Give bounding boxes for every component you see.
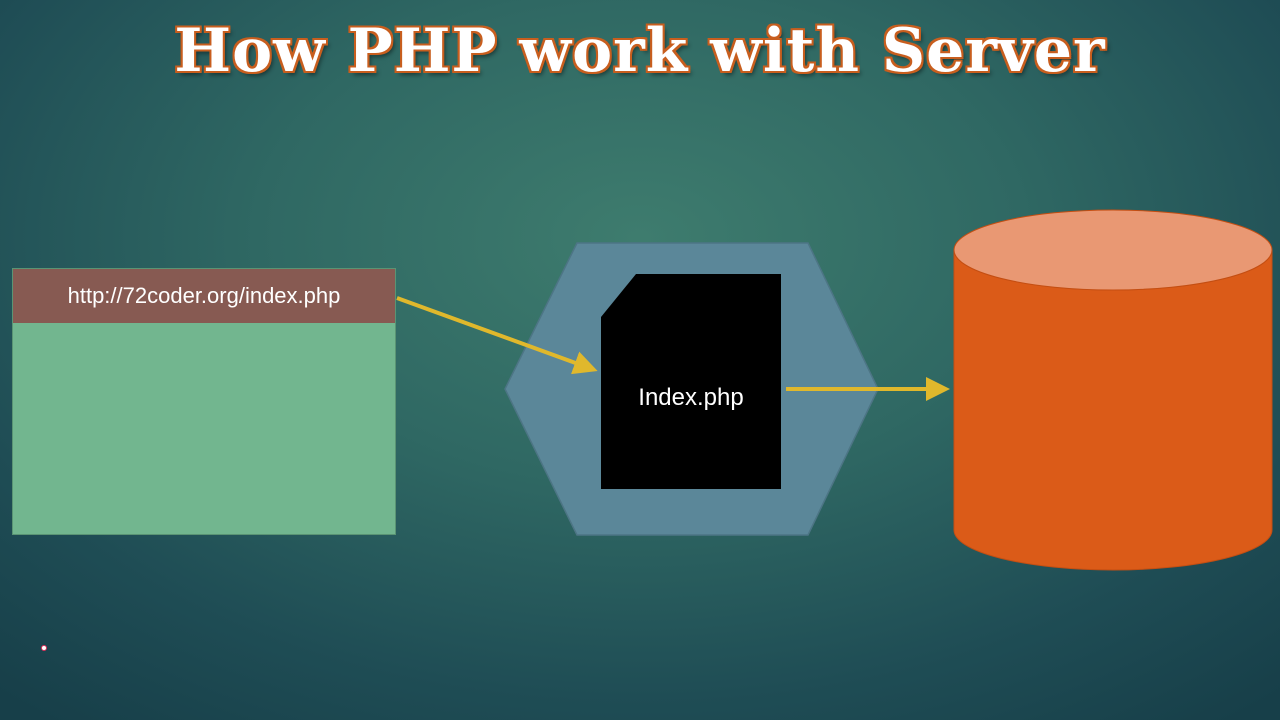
slide-title: How PHP work with Server (174, 16, 1106, 86)
database-icon (953, 209, 1273, 571)
php-file-icon (601, 274, 781, 489)
php-file-label: Index.php (638, 384, 744, 411)
browser-address-bar: http://72coder.org/index.php (13, 269, 395, 323)
browser-window: http://72coder.org/index.php (12, 268, 396, 535)
request-arrow (396, 296, 598, 375)
mouse-pointer-icon (41, 645, 47, 651)
